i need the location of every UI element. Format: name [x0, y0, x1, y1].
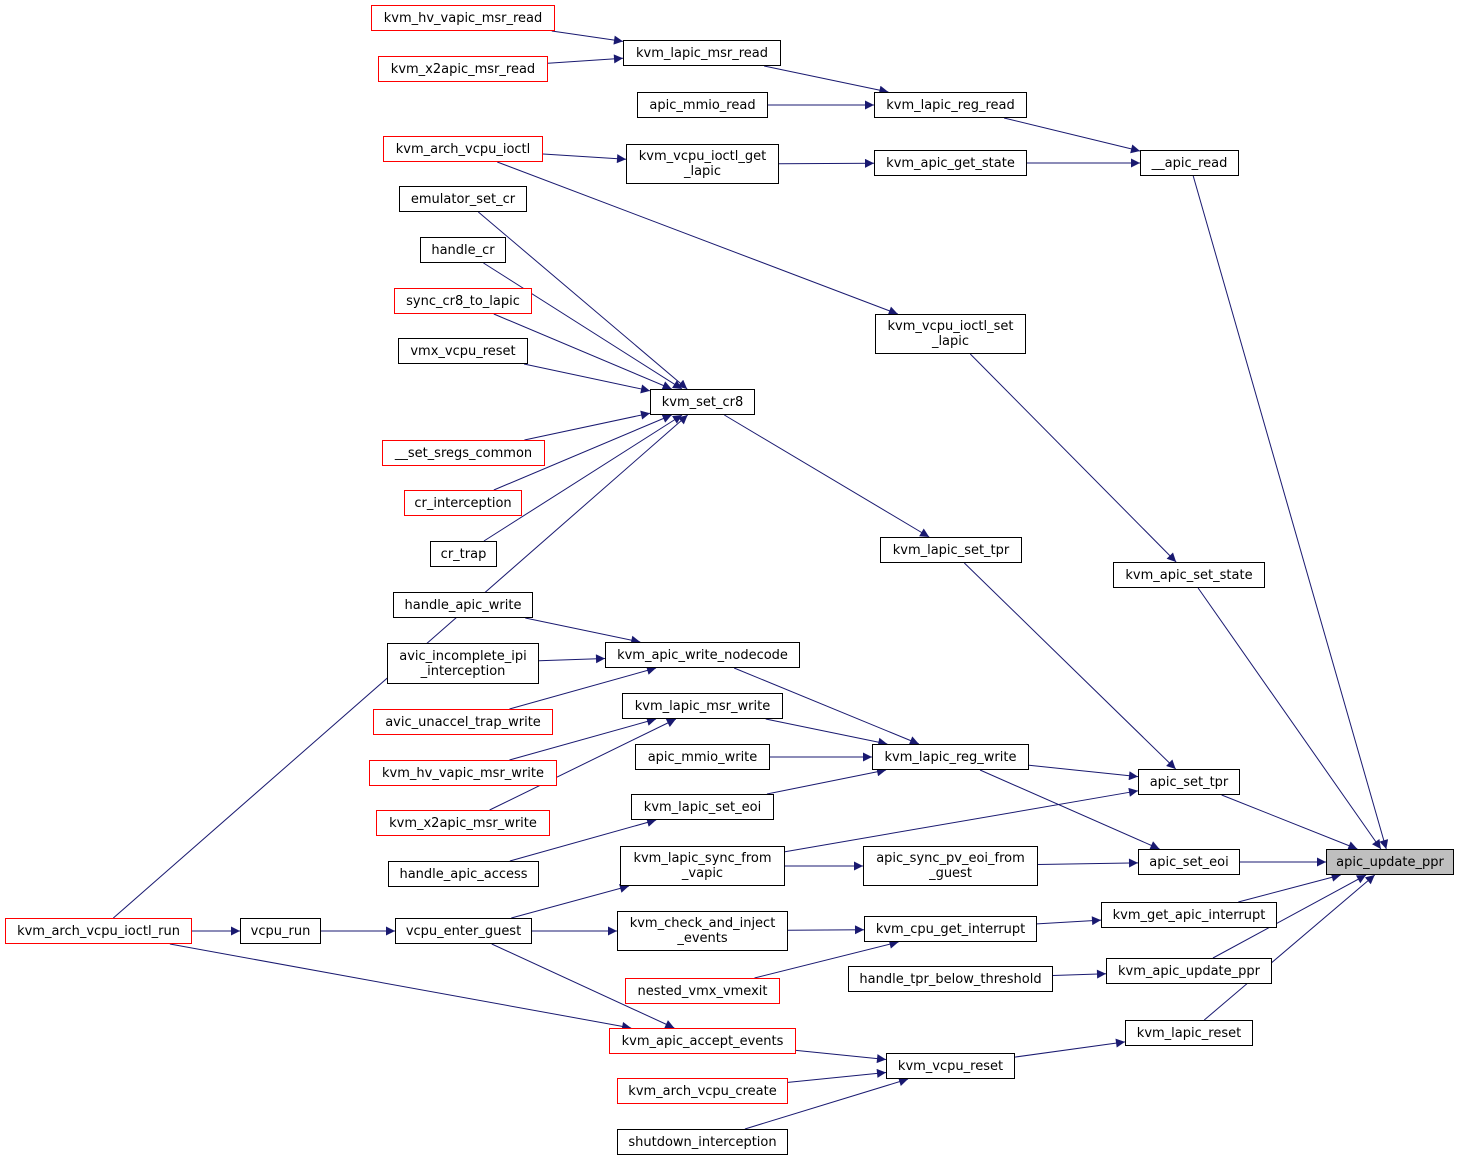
edge-avic-unaccel-trap-write-to-apic-write-nodecode	[509, 666, 657, 710]
node-vmx-vcpu-reset[interactable]: vmx_vcpu_reset	[398, 338, 528, 364]
edge-handle-cr-to-kvm-set-cr8	[483, 262, 683, 390]
node-apic-mmio-read[interactable]: apic_mmio_read	[637, 92, 768, 118]
edge-lapic-reg-write-to-apic-set-tpr	[1028, 764, 1139, 781]
edge-handle-tpr-below-to-kvm-apic-update-ppr	[1052, 969, 1107, 979]
edge-arch-vcpu-create-to-vcpu-reset	[787, 1068, 887, 1083]
edge-vmx-vcpu-reset-to-kvm-set-cr8	[523, 363, 651, 394]
node-handle-apic-access[interactable]: handle_apic_access	[388, 861, 539, 887]
edge-kvm-set-cr8-to-lapic-set-tpr	[724, 414, 930, 538]
edge-handle-apic-write-to-apic-write-nodecode	[525, 617, 641, 645]
edge-vcpu-enter-guest-to-lapic-sync-from-vapic	[511, 884, 630, 919]
edge-hv-vapic-msr-write-to-lapic-msr-write	[509, 717, 657, 761]
node-apic-set-eoi[interactable]: apic_set_eoi	[1138, 849, 1240, 875]
node-kvm-cpu-get-interrupt[interactable]: kvm_cpu_get_interrupt	[864, 916, 1037, 942]
node-handle-tpr-below-threshold[interactable]: handle_tpr_below_threshold	[848, 966, 1053, 992]
edge-hv-vapic-msr-read-to-lapic-msr-read	[551, 30, 624, 45]
node-vcpu-run[interactable]: vcpu_run	[240, 918, 321, 944]
node-kvm-lapic-reg-write[interactable]: kvm_lapic_reg_write	[872, 744, 1029, 770]
edge-apic-write-nodecode-to-lapic-reg-write	[733, 667, 920, 745]
edge-avic-incomplete-ipi-to-apic-write-nodecode	[538, 654, 606, 664]
node-avic-incomplete-ipi-interception[interactable]: avic_incomplete_ipi _interception	[387, 643, 539, 684]
edge-apic-sync-pv-eoi-to-apic-set-eoi	[1037, 858, 1139, 868]
node-kvm-lapic-msr-write[interactable]: kvm_lapic_msr_write	[622, 693, 783, 719]
edge-emulator-set-cr-to-kvm-set-cr8	[478, 211, 688, 390]
edge-sync-cr8-to-kvm-set-cr8	[493, 313, 672, 390]
node-apic-sync-pv-eoi-from-guest[interactable]: apic_sync_pv_eoi_from _guest	[863, 846, 1038, 886]
node-kvm-vcpu-ioctl-get-lapic[interactable]: kvm_vcpu_ioctl_get _lapic	[626, 144, 779, 184]
edge-shutdown-interception-to-vcpu-reset	[744, 1077, 909, 1130]
edge-vcpu-ioctl-set-lapic-to-apic-set-state	[969, 353, 1177, 563]
edge-cr-trap-to-kvm-set-cr8	[483, 414, 683, 542]
edge-handle-apic-access-to-lapic-set-eoi	[509, 818, 657, 862]
node-kvm-vcpu-reset[interactable]: kvm_vcpu_reset	[886, 1053, 1015, 1079]
edge-apic-set-tpr-to-apic-update-ppr	[1221, 794, 1358, 850]
edge-cr-interception-to-kvm-set-cr8	[493, 414, 672, 491]
node-kvm-lapic-set-eoi[interactable]: kvm_lapic_set_eoi	[631, 794, 774, 820]
edge-apic-set-state-to-apic-update-ppr	[1197, 587, 1382, 850]
node-avic-unaccel-trap-write[interactable]: avic_unaccel_trap_write	[373, 709, 553, 735]
edge-get-apic-interrupt-to-apic-update-ppr	[1238, 872, 1341, 903]
node-nested-vmx-vmexit[interactable]: nested_vmx_vmexit	[625, 978, 780, 1004]
node-kvm-vcpu-ioctl-set-lapic[interactable]: kvm_vcpu_ioctl_set _lapic	[875, 314, 1026, 354]
node-sync-cr8-to-lapic[interactable]: sync_cr8_to_lapic	[394, 288, 532, 314]
node-kvm-arch-vcpu-ioctl-run[interactable]: kvm_arch_vcpu_ioctl_run	[5, 918, 192, 944]
node-kvm-set-cr8[interactable]: kvm_set_cr8	[650, 389, 755, 415]
edge-apic-read-to-apic-update-ppr	[1192, 175, 1389, 850]
edge-x2apic-msr-read-to-lapic-msr-read	[547, 54, 624, 64]
edge-lapic-reg-write-to-apic-set-eoi	[979, 769, 1160, 850]
node-kvm-apic-get-state[interactable]: kvm_apic_get_state	[874, 150, 1027, 176]
node-kvm-get-apic-interrupt[interactable]: kvm_get_apic_interrupt	[1101, 902, 1277, 928]
node-apic-set-tpr[interactable]: apic_set_tpr	[1138, 769, 1240, 795]
node-apic-update-ppr: apic_update_ppr	[1326, 849, 1454, 875]
node-kvm-apic-update-ppr[interactable]: kvm_apic_update_ppr	[1106, 958, 1272, 984]
node-kvm-hv-vapic-msr-write[interactable]: kvm_hv_vapic_msr_write	[369, 760, 557, 786]
edge-lapic-reset-to-apic-update-ppr	[1203, 874, 1376, 1021]
node-set-sregs-common[interactable]: __set_sregs_common	[382, 440, 545, 466]
node-apic-mmio-write[interactable]: apic_mmio_write	[635, 744, 770, 770]
node-kvm-lapic-msr-read[interactable]: kvm_lapic_msr_read	[623, 40, 781, 66]
node-kvm-lapic-reg-read[interactable]: kvm_lapic_reg_read	[874, 92, 1027, 118]
node-kvm-check-and-inject-events[interactable]: kvm_check_and_inject _events	[617, 911, 788, 951]
node-kvm-lapic-sync-from-vapic[interactable]: kvm_lapic_sync_from _vapic	[620, 846, 785, 886]
edge-apic-accept-events-to-vcpu-reset	[795, 1049, 887, 1064]
edge-lapic-reg-read-to-apic-read	[1003, 117, 1141, 154]
edge-kvm-apic-update-ppr-to-apic-update-ppr	[1212, 874, 1367, 959]
edge-x2apic-msr-write-to-lapic-msr-write	[489, 718, 677, 811]
edge-nested-vmx-vmexit-to-cpu-get-interrupt	[754, 939, 899, 979]
edge-lapic-sync-from-vapic-to-apic-set-tpr	[784, 787, 1139, 853]
node-kvm-hv-vapic-msr-read[interactable]: kvm_hv_vapic_msr_read	[371, 5, 555, 31]
node-handle-cr[interactable]: handle_cr	[420, 237, 506, 263]
node-cr-interception[interactable]: cr_interception	[404, 490, 522, 516]
edge-cpu-get-interrupt-to-get-apic-interrupt	[1036, 916, 1102, 926]
edge-check-and-inject-events-to-cpu-get-interrupt	[787, 925, 865, 935]
node-kvm-apic-accept-events[interactable]: kvm_apic_accept_events	[609, 1028, 796, 1054]
edge-vcpu-enter-guest-to-apic-accept-events	[491, 943, 675, 1029]
edge-arch-vcpu-ioctl-run-to-apic-accept-events	[169, 943, 632, 1031]
node-kvm-arch-vcpu-create[interactable]: kvm_arch_vcpu_create	[617, 1078, 788, 1104]
node-apic-read[interactable]: __apic_read	[1140, 150, 1239, 176]
node-kvm-x2apic-msr-write[interactable]: kvm_x2apic_msr_write	[376, 810, 550, 836]
node-emulator-set-cr[interactable]: emulator_set_cr	[399, 186, 527, 212]
node-kvm-lapic-set-tpr[interactable]: kvm_lapic_set_tpr	[880, 537, 1022, 563]
edge-vcpu-reset-to-lapic-reset	[1014, 1038, 1126, 1058]
node-kvm-lapic-reset[interactable]: kvm_lapic_reset	[1125, 1020, 1253, 1046]
node-kvm-arch-vcpu-ioctl[interactable]: kvm_arch_vcpu_ioctl	[383, 136, 543, 162]
node-vcpu-enter-guest[interactable]: vcpu_enter_guest	[395, 918, 532, 944]
node-kvm-apic-write-nodecode[interactable]: kvm_apic_write_nodecode	[605, 642, 800, 668]
edge-arch-vcpu-ioctl-to-vcpu-ioctl-set-lapic	[497, 161, 898, 316]
node-kvm-apic-set-state[interactable]: kvm_apic_set_state	[1113, 562, 1265, 588]
node-handle-apic-write[interactable]: handle_apic_write	[393, 592, 533, 618]
node-kvm-x2apic-msr-read[interactable]: kvm_x2apic_msr_read	[378, 56, 548, 82]
edge-lapic-set-eoi-to-lapic-reg-write	[766, 767, 887, 795]
node-shutdown-interception[interactable]: shutdown_interception	[617, 1129, 788, 1155]
edge-lapic-set-tpr-to-apic-set-tpr	[963, 562, 1177, 770]
edge-lapic-msr-read-to-lapic-reg-read	[764, 65, 889, 95]
edge-lapic-msr-write-to-lapic-reg-write	[765, 718, 888, 747]
edge-set-sregs-common-to-kvm-set-cr8	[524, 410, 651, 441]
edge-arch-vcpu-ioctl-to-vcpu-ioctl-get-lapic	[542, 153, 627, 164]
node-cr-trap[interactable]: cr_trap	[430, 541, 497, 567]
